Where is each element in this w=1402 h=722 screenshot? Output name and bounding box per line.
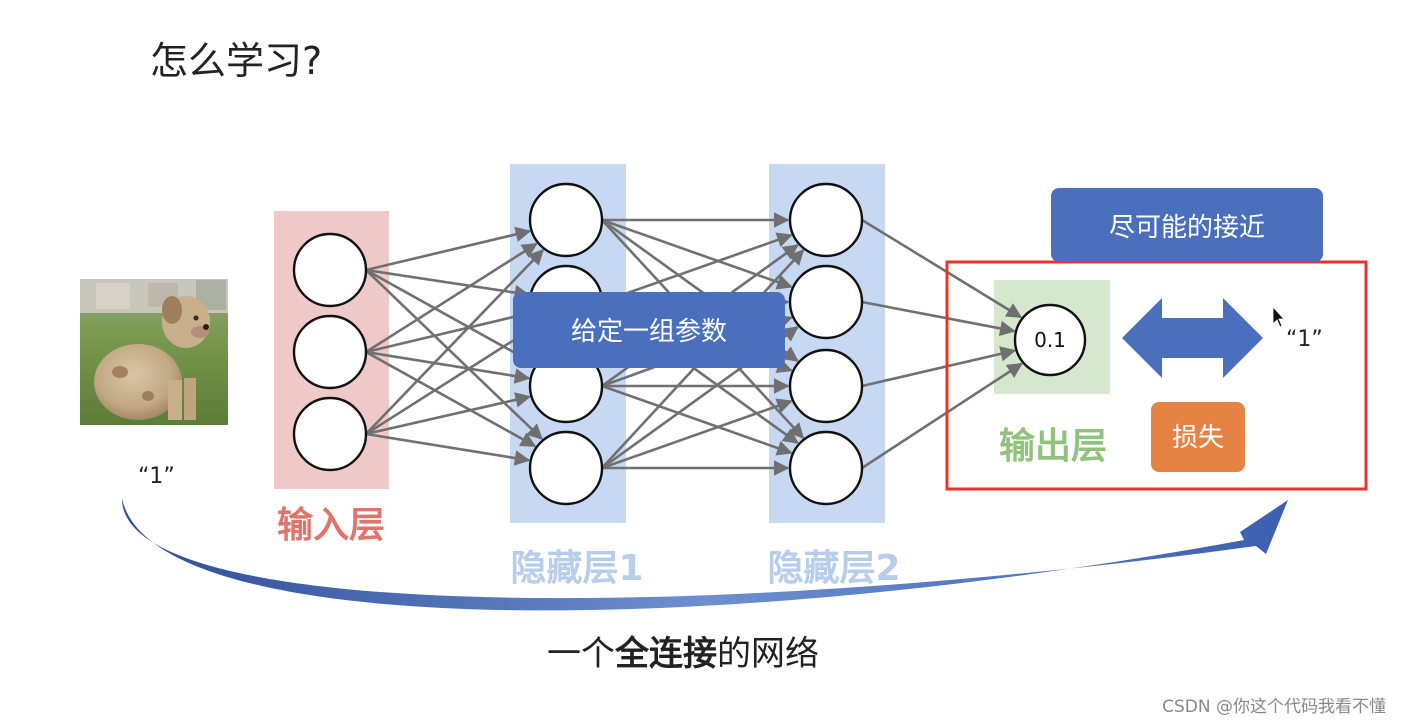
loss-box: 损失	[1151, 402, 1245, 472]
edge-input-1-to-hidden1-3	[365, 268, 537, 366]
hidden1-node-4	[528, 430, 604, 506]
edge-hidden1-3-to-hidden2-4	[601, 384, 793, 456]
hidden2-node-2	[788, 264, 864, 340]
dog-photo	[80, 279, 228, 425]
edge-input-1-to-hidden1-1	[365, 226, 532, 272]
hidden-layer-1-label: 隐藏层1	[510, 548, 643, 589]
edge-input-2-to-hidden1-1	[365, 242, 538, 354]
hidden1-node-1	[528, 182, 604, 258]
image-caption: “1”	[138, 464, 175, 489]
hidden2-node-3	[788, 348, 864, 424]
edge-input-3-to-hidden1-3	[365, 392, 532, 436]
output-layer-label: 输出层	[999, 426, 1107, 467]
hidden-layer-2-label: 隐藏层2	[767, 548, 900, 589]
edge-hidden2-3-to-output-1	[861, 346, 1017, 388]
params-callout: 给定一组参数	[513, 292, 785, 368]
edge-input-2-to-hidden1-4	[365, 350, 537, 448]
output-node-value: 0.1	[1034, 328, 1066, 352]
bottom-caption-part2: 的网络	[717, 634, 819, 674]
input-layer-label: 输入层	[277, 505, 385, 546]
input-node-2	[292, 314, 368, 390]
loss-box-text: 损失	[1172, 423, 1224, 453]
closest-callout: 尽可能的接近	[1051, 188, 1323, 262]
closest-callout-text: 尽可能的接近	[1109, 213, 1265, 243]
bottom-caption-bold: 全连接	[614, 634, 717, 674]
edge-hidden1-2-to-hidden2-1	[601, 232, 793, 304]
params-callout-text: 给定一组参数	[571, 317, 727, 347]
edge-hidden2-2-to-output-1	[861, 300, 1016, 337]
target-label: “1”	[1286, 327, 1323, 352]
edge-hidden1-4-to-hidden2-3	[601, 398, 793, 470]
page-title: 怎么学习?	[150, 39, 322, 83]
double-arrow-icon	[1122, 298, 1263, 378]
edge-hidden2-1-to-output-1	[861, 218, 1023, 319]
edge-input-3-to-hidden1-1	[365, 249, 544, 435]
output-node-1	[1013, 303, 1087, 377]
bottom-caption: 一个全连接的网络	[547, 634, 819, 674]
hidden2-node-1	[788, 182, 864, 258]
bottom-caption-part1: 一个	[547, 634, 615, 674]
hidden2-node-4	[788, 430, 864, 506]
input-node-3	[292, 396, 368, 472]
edge-input-2-to-hidden1-3	[365, 350, 531, 384]
edge-hidden2-4-to-output-1	[861, 362, 1023, 470]
watermark: CSDN @你这个代码我看不懂	[1162, 697, 1386, 717]
edge-input-3-to-hidden1-4	[365, 432, 531, 466]
edge-input-2-to-hidden1-2	[365, 308, 532, 354]
edge-input-1-to-hidden1-4	[365, 269, 543, 440]
edge-input-1-to-hidden1-2	[365, 268, 531, 301]
edge-hidden1-1-to-hidden2-2	[601, 218, 793, 290]
input-node-1	[292, 232, 368, 308]
mouse-cursor-icon	[1272, 305, 1285, 328]
edge-input-3-to-hidden1-2	[365, 324, 538, 436]
